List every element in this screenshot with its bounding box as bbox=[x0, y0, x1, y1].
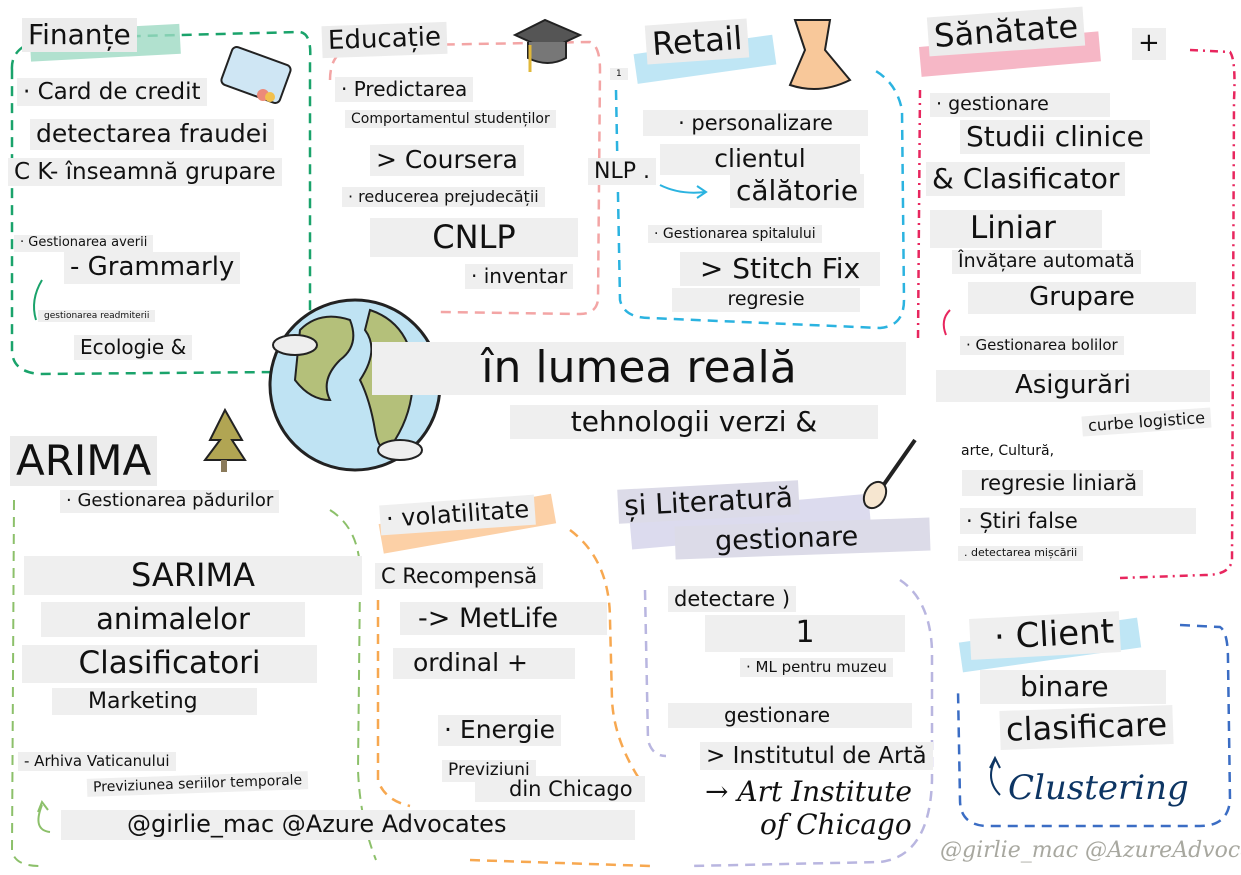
dress-icon bbox=[788, 19, 852, 90]
paintbrush-icon bbox=[862, 438, 917, 510]
clustering-handwritten: Clustering bbox=[1008, 768, 1189, 808]
education-heading: Educație bbox=[321, 21, 448, 59]
health-item: Asigurări bbox=[936, 370, 1210, 402]
arts-item: detectare ) bbox=[668, 586, 797, 613]
art-institute-handwritten: of Chicago bbox=[760, 808, 912, 841]
forest-heading: ARIMA bbox=[10, 436, 158, 487]
page-subtitle: tehnologii verzi & bbox=[510, 405, 878, 440]
finance-item: · Gestionarea averii bbox=[14, 235, 154, 252]
arrow-icon bbox=[37, 799, 51, 833]
arts-item: > Institutul de Artă bbox=[700, 742, 933, 771]
arrow-icon bbox=[33, 279, 43, 321]
education-item: · inventar bbox=[465, 264, 574, 289]
retail-heading: Retail bbox=[644, 18, 750, 65]
finance-item: C K- înseamnă grupare bbox=[8, 158, 282, 187]
forest-item: Marketing bbox=[52, 688, 257, 716]
health-item: · Gestionarea bolilor bbox=[960, 336, 1124, 356]
client-frame bbox=[956, 623, 1232, 828]
arrow-icon bbox=[942, 309, 951, 336]
education-item: > Coursera bbox=[370, 145, 524, 176]
retail-item: clientul bbox=[660, 144, 860, 175]
energy-item: din Chicago bbox=[475, 776, 645, 803]
health-item: Liniar bbox=[930, 210, 1102, 248]
arts-item: gestionare bbox=[668, 703, 912, 728]
retail-item: regresie bbox=[672, 288, 860, 312]
retail-item: 1 bbox=[610, 68, 628, 81]
page-title: în lumea reală bbox=[372, 342, 906, 395]
education-frame bbox=[328, 40, 602, 316]
retail-item: · personalizare bbox=[643, 110, 868, 137]
health-item: regresie liniară bbox=[962, 470, 1144, 497]
arts-frame bbox=[643, 578, 934, 868]
energy-item: ordinal + bbox=[393, 648, 575, 679]
health-item: Învățare automată bbox=[952, 250, 1141, 274]
energy-item: -> MetLife bbox=[400, 602, 607, 636]
energy-frame bbox=[376, 529, 651, 868]
forest-item: Clasificatori bbox=[22, 645, 317, 683]
finance-item: gestionarea readmiterii bbox=[38, 310, 156, 323]
health-item: . detectarea mișcării bbox=[958, 546, 1084, 561]
health-frame bbox=[916, 48, 1236, 580]
art-institute-handwritten: → Art Institute bbox=[705, 775, 912, 808]
health-item: · gestionare bbox=[930, 93, 1110, 117]
energy-item: C Recompensă bbox=[375, 563, 544, 590]
health-item: Grupare bbox=[968, 282, 1196, 314]
finance-item: · Card de credit bbox=[17, 78, 207, 107]
retail-item: > Stitch Fix bbox=[680, 252, 880, 287]
graduation-cap-icon bbox=[512, 18, 583, 72]
tree-icon bbox=[203, 407, 247, 472]
arrow-icon bbox=[659, 184, 708, 199]
client-item: binare bbox=[980, 670, 1166, 705]
arts-item: 1 bbox=[705, 615, 905, 652]
finance-heading: Finanțe bbox=[22, 18, 137, 53]
credit-card-icon bbox=[220, 46, 292, 104]
health-item: · Știri false bbox=[960, 508, 1196, 535]
client-item: clasificare bbox=[999, 704, 1174, 750]
forest-item: animalelor bbox=[41, 602, 305, 638]
forest-item: @girlie_mac @Azure Advocates bbox=[61, 810, 635, 840]
forest-frame bbox=[10, 499, 377, 867]
education-item: · Predictarea bbox=[335, 77, 474, 102]
health-item: arte, Cultură, bbox=[955, 442, 1061, 461]
education-item: CNLP bbox=[370, 218, 578, 257]
health-item: & Clasificator bbox=[926, 162, 1126, 197]
retail-item: NLP . bbox=[588, 158, 656, 186]
education-item: · reducerea prejudecății bbox=[342, 187, 545, 208]
forest-item: SARIMA bbox=[24, 556, 362, 595]
education-item: Comportamentul studenților bbox=[345, 110, 556, 129]
energy-item: · Energie bbox=[438, 715, 561, 746]
finance-item: detectarea fraudei bbox=[30, 119, 275, 150]
retail-item: călătorie bbox=[730, 174, 865, 209]
forest-item: - Arhiva Vaticanului bbox=[18, 752, 176, 772]
forest-item: · Gestionarea pădurilor bbox=[60, 490, 280, 513]
finance-item: Ecologie & bbox=[74, 335, 193, 360]
finance-item: - Grammarly bbox=[64, 252, 241, 284]
client-item: · Client bbox=[969, 611, 1122, 660]
retail-frame bbox=[614, 66, 906, 330]
arrow-icon bbox=[989, 755, 1001, 796]
health-plus: + bbox=[1132, 28, 1166, 60]
health-item: Studii clinice bbox=[960, 120, 1150, 155]
arts-item: · ML pentru muzeu bbox=[740, 658, 893, 678]
retail-item: · Gestionarea spitalului bbox=[648, 225, 822, 244]
